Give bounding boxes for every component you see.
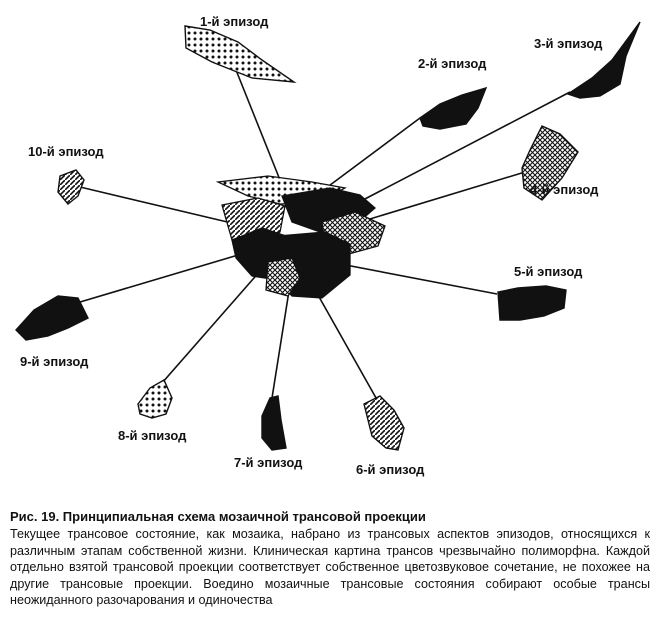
episode-10-shape (57, 169, 85, 205)
episode-5-label: 5-й эпизод (514, 264, 583, 279)
connector-episode-5 (329, 261, 498, 295)
mosaic-trance-diagram: 1-й эпизод 2-й эпизод 3-й эпизод 4-й эпи… (15, 14, 641, 477)
episode-4-label: 4-й эпизод (530, 182, 599, 197)
episode-8-label: 8-й эпизод (118, 428, 187, 443)
episode-3-label: 3-й эпизод (534, 36, 603, 51)
figure-caption: Рис. 19. Принципиальная схема мозаичной … (10, 508, 650, 609)
connector-episode-8 (161, 261, 269, 384)
caption-title: Рис. 19. Принципиальная схема мозаичной … (10, 509, 426, 524)
connector-episode-9 (69, 249, 256, 306)
episode-4-shape (521, 125, 579, 201)
episode-10-label: 10-й эпизод (28, 144, 104, 159)
episode-6-label: 6-й эпизод (356, 462, 425, 477)
connector-episode-10 (79, 186, 241, 226)
episode-labels: 1-й эпизод 2-й эпизод 3-й эпизод 4-й эпи… (20, 14, 603, 477)
episode-5-shape (497, 285, 567, 321)
episode-7-label: 7-й эпизод (234, 455, 303, 470)
episode-2-shape (419, 86, 488, 130)
episode-8-shape (137, 379, 173, 419)
episode-9-label: 9-й эпизод (20, 354, 89, 369)
episode-6-shape (363, 395, 405, 451)
episode-1-label: 1-й эпизод (200, 14, 269, 29)
connector-episode-4 (359, 171, 526, 223)
episode-2-label: 2-й эпизод (418, 56, 487, 71)
episode-3-shape (566, 21, 641, 99)
mosaic-piece-cross-bottom (265, 257, 301, 297)
episode-7-shape (261, 395, 287, 451)
episode-1-shape (184, 25, 297, 83)
caption-body: Текущее трансовое состояние, как мозаика… (10, 527, 650, 607)
connector-episode-3 (339, 91, 571, 213)
episode-shapes (15, 21, 641, 451)
central-mosaic (215, 175, 386, 299)
episode-9-shape (15, 295, 89, 341)
